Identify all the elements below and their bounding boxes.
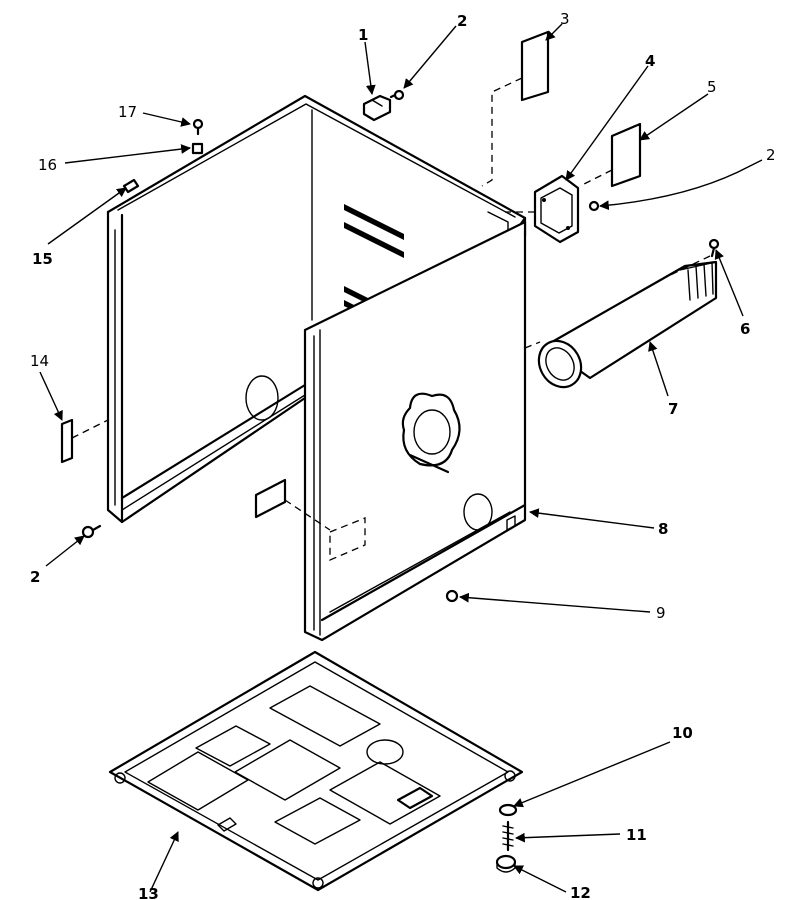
callout-8: 8: [658, 520, 668, 538]
callout-12: 12: [570, 884, 591, 900]
callout-1: 1: [358, 26, 368, 44]
callout-9: 9: [656, 604, 666, 622]
screw-bottom-left: [81, 524, 102, 539]
left-wall-hole: [245, 375, 279, 421]
panel-label: [254, 478, 287, 519]
leveling-leg: [495, 803, 518, 873]
top-label: [520, 30, 550, 102]
callout-10: 10: [672, 724, 693, 742]
screw-top: [389, 89, 405, 101]
top-clip: [362, 94, 392, 122]
callout-3: 3: [560, 10, 570, 28]
panel-lower-hole: [463, 493, 493, 531]
callout-11: 11: [626, 826, 647, 844]
exhaust-duct: [537, 260, 718, 389]
callout-6: 6: [740, 320, 750, 338]
blower-opening: [401, 392, 461, 467]
callout-4: 4: [645, 52, 655, 70]
callout-15: 15: [32, 250, 53, 268]
callout-14: 14: [30, 352, 49, 370]
duct-screw: [708, 238, 720, 258]
callout-13: 13: [138, 885, 159, 900]
right-side-panel: [303, 220, 527, 642]
callout-5: 5: [707, 78, 717, 96]
callout-2-bottom: 2: [30, 568, 40, 586]
left-clip: [122, 178, 140, 194]
screw-right: [588, 200, 600, 212]
callout-2-top: 2: [457, 12, 467, 30]
callout-17: 17: [118, 103, 137, 121]
cabinet-base: [108, 650, 524, 892]
top-left-fasteners: [191, 118, 204, 155]
callout-7: 7: [668, 400, 678, 418]
side-label: [610, 122, 642, 188]
panel-screw: [445, 589, 459, 603]
callout-2-right: 2: [766, 146, 776, 164]
callout-labels: 1 2 3 4 5 2 17 16 15 6 7 14 8 2 9 10 11 …: [30, 10, 776, 900]
mounting-plate: [533, 174, 580, 244]
callout-16: 16: [38, 156, 57, 174]
left-label: [60, 418, 74, 464]
